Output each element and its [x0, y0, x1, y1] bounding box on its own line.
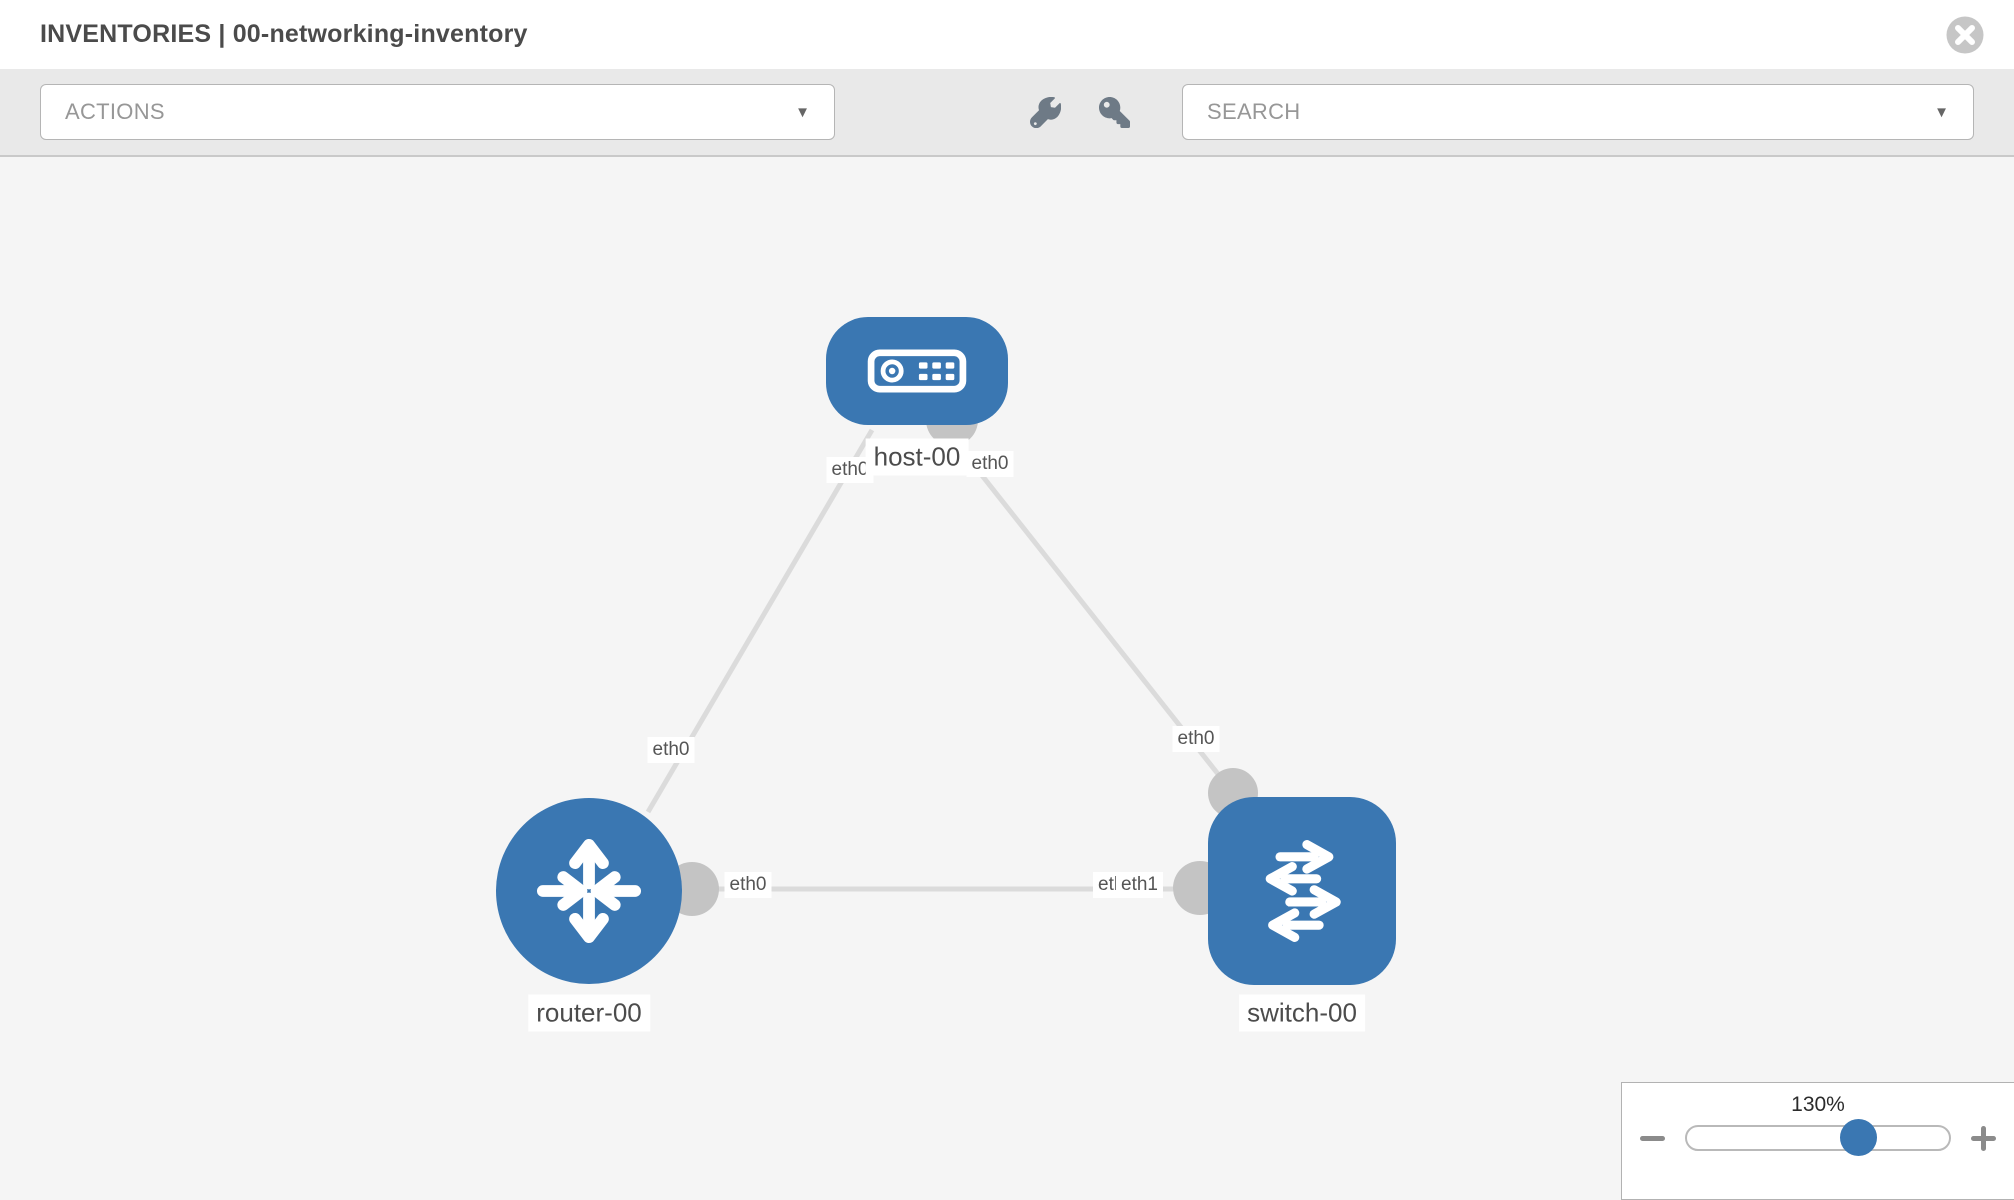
iface-label: eth0	[724, 872, 772, 898]
switch-icon	[1265, 840, 1341, 942]
topology-canvas[interactable]: eth0 eth0 eth0 eth0 eth0 eth0 eth1 host-…	[0, 157, 2014, 1200]
node-router-00[interactable]	[496, 798, 682, 984]
close-icon	[1946, 16, 1984, 53]
iface-label: eth0	[647, 737, 695, 763]
iface-label: eth0	[1172, 726, 1220, 752]
node-switch-00[interactable]	[1208, 797, 1396, 985]
zoom-in-icon[interactable]	[1971, 1125, 1996, 1151]
zoom-slider-thumb[interactable]	[1840, 1119, 1877, 1156]
actions-dropdown-label: ACTIONS	[65, 99, 165, 124]
server-icon	[867, 349, 967, 393]
iface-label: eth1	[1116, 872, 1163, 898]
wrench-icon	[1030, 96, 1062, 128]
iface-label: eth0	[966, 451, 1014, 477]
topology-links-layer	[645, 394, 1258, 916]
close-button[interactable]	[1946, 16, 1984, 54]
header: INVENTORIES | 00-networking-inventory	[0, 0, 2014, 69]
actions-dropdown[interactable]: ACTIONS ▼	[40, 84, 835, 140]
search-dropdown[interactable]: SEARCH ▼	[1182, 84, 1974, 140]
toolbar: ACTIONS ▼ SEARCH ▼	[0, 69, 2014, 157]
node-label-switch: switch-00	[1239, 994, 1365, 1032]
chevron-down-icon: ▼	[1934, 103, 1949, 121]
zoom-level-value: 130%	[1791, 1093, 1845, 1116]
page-title: INVENTORIES | 00-networking-inventory	[40, 20, 528, 48]
chevron-down-icon: ▼	[795, 103, 810, 121]
search-dropdown-label: SEARCH	[1207, 99, 1301, 124]
configure-button[interactable]	[1030, 96, 1062, 128]
zoom-slider-row	[1622, 1119, 2014, 1156]
credentials-button[interactable]	[1099, 96, 1130, 128]
zoom-panel: 130%	[1621, 1082, 2014, 1200]
router-icon	[536, 838, 642, 944]
node-host-00[interactable]	[826, 317, 1008, 425]
node-label-router: router-00	[528, 994, 650, 1032]
node-label-host: host-00	[865, 438, 969, 476]
zoom-slider-track[interactable]	[1685, 1119, 1951, 1156]
zoom-out-icon[interactable]	[1640, 1135, 1665, 1141]
key-icon	[1099, 96, 1130, 128]
